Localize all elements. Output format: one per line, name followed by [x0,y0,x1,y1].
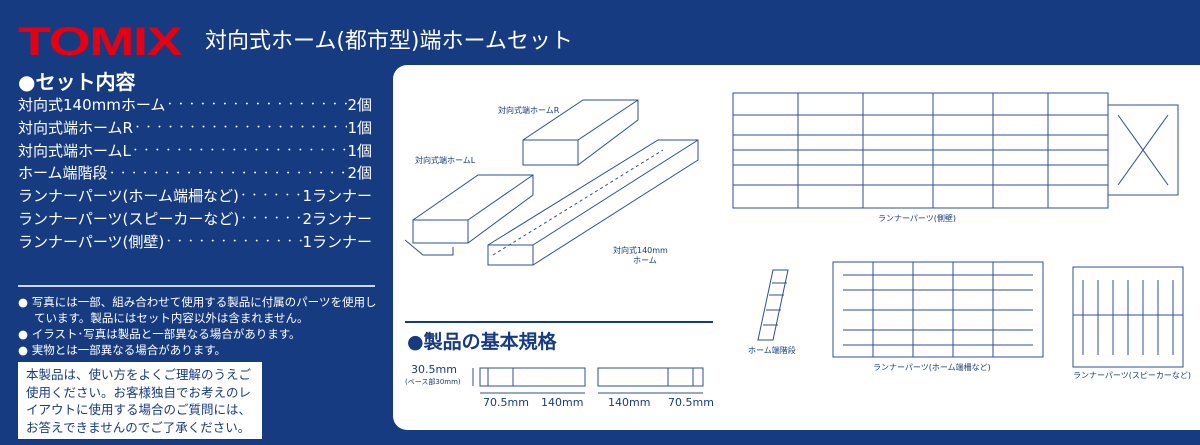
spec-height: 30.5mm [411,363,457,376]
spec-dim-1: 70.5mm [483,396,529,409]
spec-dim-2: 140mm [541,396,584,409]
fence-runner-drawing [832,261,1044,358]
list-item: ホーム端階段 2個 [18,162,372,185]
set-contents-heading: ●セット内容 [18,70,136,94]
list-item: ランナーパーツ(ホーム端柵など) 1ランナー [18,185,372,208]
spec-dimension-drawing [472,367,704,394]
item-name: ホーム端階段 [18,164,108,183]
label-stairs: ホーム端階段 [748,346,796,355]
end-platform-l-drawing [404,174,534,256]
note: ● 実物とは一部異なる場合があります。 [18,343,227,357]
side-wall-runner-drawing [732,92,1179,209]
label-fence-runner: ランナーパーツ(ホーム端柵など) [873,363,991,372]
item-name: ランナーパーツ(ホーム端柵など) [18,187,239,205]
item-qty: 2個 [347,96,372,114]
item-qty: 1ランナー [302,232,372,251]
label-platform-140: 対向式140mm [613,246,668,255]
item-qty: 1個 [347,141,372,160]
label-end-platform-l: 対向式端ホームL [415,156,476,165]
product-title: 対向式ホーム(都市型)端ホームセット [205,29,573,54]
note: ● 写真には一部、組み合わせて使用する製品に付属のパーツを使用しています。製品に… [18,295,377,325]
item-name: 対向式140mmホーム [18,96,166,114]
tomix-logo: TOMIX [18,20,183,64]
item-name: 対向式端ホームR [18,118,133,137]
notes: ● 写真には一部、組み合わせて使用する製品に付属のパーツを使用しています。製品に… [18,294,383,358]
label-speaker-runner: ランナーパーツ(スピーカーなど) [1073,371,1192,380]
list-item: 対向式140mmホーム 2個 [18,94,372,117]
item-name: ランナーパーツ(側壁) [18,232,165,251]
item-qty: 2個 [347,164,372,183]
label-end-platform-r: 対向式端ホームR [498,106,560,115]
stairs-drawing [757,269,789,341]
end-platform-r-drawing [522,99,639,166]
label-side-wall-runner: ランナーパーツ(側壁) [878,214,957,223]
platform-140mm-drawing [487,139,699,266]
divider [18,285,375,287]
list-item: 対向式端ホームR 1個 [18,117,372,140]
spec-base-height: (ベース部30mm) [405,378,461,386]
spec-heading: ●製品の基本規格 [407,331,557,353]
item-qty: 1個 [347,118,372,137]
set-contents-list: 対向式140mmホーム 2個 対向式端ホームR 1個 対向式端ホームL 1個 ホーム端… [18,94,372,253]
product-line-drawings [404,92,1184,394]
usage-notice: 本製品は、使い方をよくご理解のうえご使用ください。お客様独自でお考えのレイアウト… [18,362,262,439]
note: ● イラスト･写真は製品と一部異なる場合があります。 [18,327,301,341]
spec-dim-4: 70.5mm [668,396,714,409]
item-qty: 1ランナー [302,187,372,205]
list-item: ランナーパーツ(スピーカーなど) 2ランナー [18,208,372,231]
list-item: ランナーパーツ(側壁) 1ランナー [18,231,372,254]
item-name: 対向式端ホームL [18,141,131,160]
illustration-panel: 対向式端ホームR 対向式端ホームL 対向式140mm ホーム ランナーパーツ(側… [393,65,1200,430]
item-qty: 2ランナー [302,209,372,228]
label-platform-140-b: ホーム [633,256,657,265]
spec-divider [405,321,713,323]
item-name: ランナーパーツ(スピーカーなど) [18,209,240,228]
list-item: 対向式端ホームL 1個 [18,140,372,163]
spec-dim-3: 140mm [608,396,651,409]
speaker-runner-drawing [1072,266,1184,368]
